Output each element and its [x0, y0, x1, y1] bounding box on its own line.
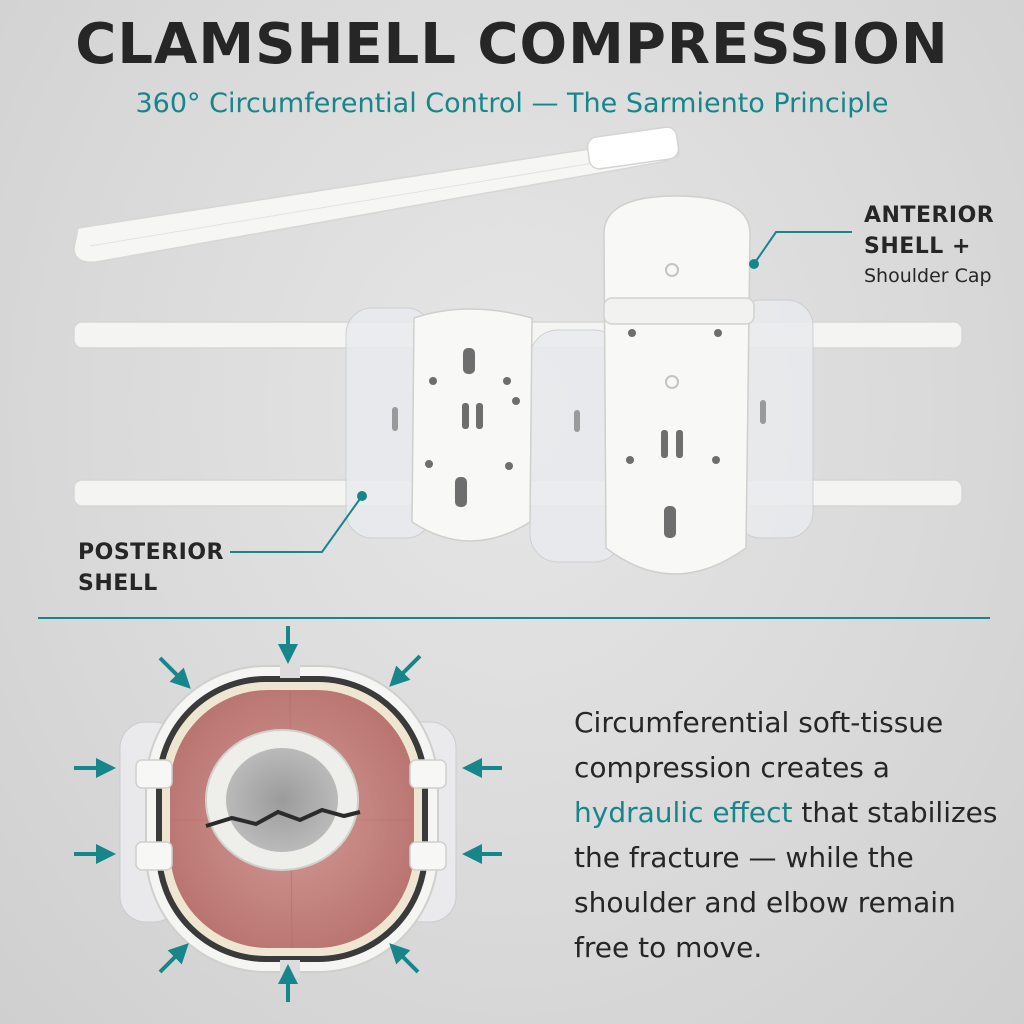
arrow-bottom-left [158, 943, 189, 974]
fracture-line [205, 807, 361, 828]
posterior-shell [411, 308, 533, 542]
posterior-label-line2: SHELL [78, 571, 158, 596]
arrow-top-right [389, 654, 422, 687]
anterior-shell-label: ANTERIOR SHELL + Shoulder Cap [864, 200, 994, 290]
long-strap [73, 137, 680, 263]
anterior-label-line3: Shoulder Cap [864, 265, 992, 287]
bone-section [205, 729, 361, 871]
arrow-bottom-right [389, 943, 420, 974]
cross-section [119, 660, 457, 978]
posterior-label-line1: POSTERIOR [78, 540, 224, 565]
description-part1: Circumferential soft-tissue compression … [574, 706, 944, 784]
description-highlight: hydraulic effect [574, 796, 793, 829]
section-divider [38, 617, 990, 619]
posterior-shell-label: POSTERIOR SHELL [78, 537, 224, 599]
posterior-leader [230, 491, 367, 553]
anterior-leader [749, 231, 852, 269]
anterior-label-line1: ANTERIOR [864, 203, 995, 228]
page-title: CLAMSHELL COMPRESSION [75, 12, 949, 77]
anterior-label-line2: SHELL + [864, 234, 971, 259]
description-part2: that stabilizes the fracture — while the… [574, 796, 998, 964]
compression-arrows [74, 626, 502, 1002]
description-text: Circumferential soft-tissue compression … [574, 700, 1014, 970]
page-subtitle: 360° Circumferential Control — The Sarmi… [135, 88, 889, 119]
anterior-shell [603, 195, 755, 575]
brace-illustration [73, 126, 963, 575]
arrow-top-left [158, 656, 191, 689]
